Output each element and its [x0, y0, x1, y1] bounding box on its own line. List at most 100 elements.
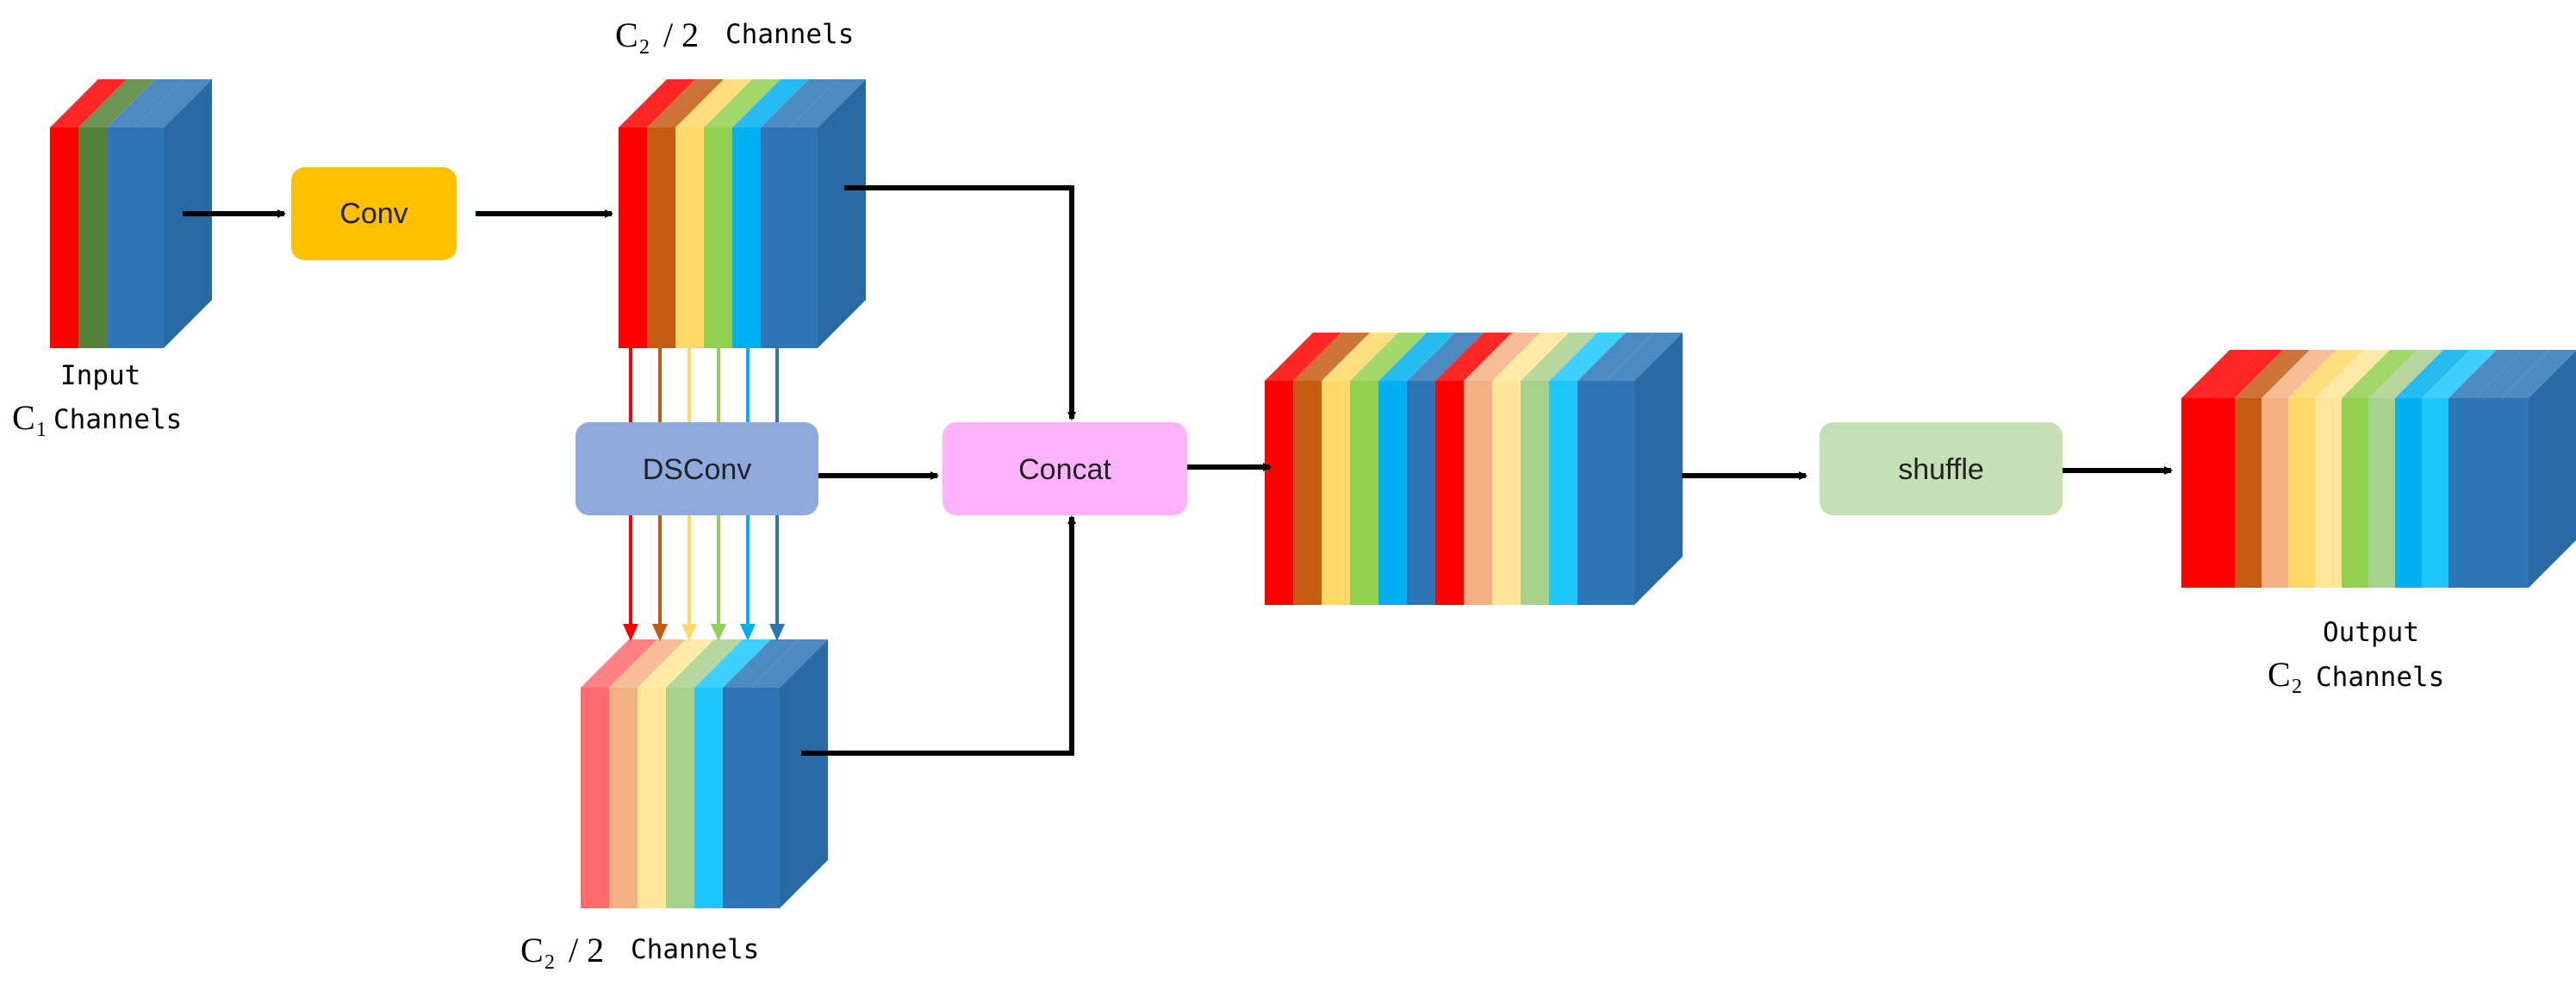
top-to-concat-arrow [844, 185, 1076, 421]
channel-slice-top [1407, 333, 1484, 381]
channel-slice-top [2395, 350, 2470, 398]
channel-arrows [623, 348, 785, 641]
channel-slice [2208, 398, 2235, 588]
channel-slice-top [704, 79, 781, 128]
channel-slice [581, 688, 609, 908]
channel-slice [1606, 381, 1634, 605]
channel-slice [135, 128, 164, 348]
channel-slice-top [2288, 350, 2363, 398]
channel-slice-top [78, 79, 155, 128]
channel-slice-top [1293, 333, 1370, 381]
concatenated-tensor [1265, 333, 1683, 605]
top-tensor-label: C 2 / 2 Channels [615, 16, 854, 59]
channel-slice-top [751, 639, 828, 688]
channel-slice [2288, 398, 2315, 588]
channel-slice-top [694, 639, 771, 688]
channel-slice-top [2368, 350, 2443, 398]
channel-slice [78, 128, 107, 348]
channel-slice-top [581, 639, 657, 688]
tensor-side-face [818, 79, 866, 348]
channel-slice-top [135, 79, 212, 128]
output-c: C [2268, 655, 2291, 694]
channel-slice [2181, 398, 2208, 588]
channel-slice [2502, 398, 2529, 588]
channel-slice-top [2315, 350, 2390, 398]
bottom-fraction: / 2 [569, 931, 604, 969]
channel-slice [675, 128, 704, 348]
input-word: Input [60, 360, 140, 391]
channel-slice [751, 688, 780, 908]
dsconv-block: DSConv [576, 422, 818, 515]
channel-slice [50, 128, 78, 348]
conv-block: Conv [291, 167, 457, 260]
bottom-channels: Channels [631, 934, 759, 965]
output-label: Output C 2 Channels [2268, 617, 2444, 698]
channel-slice-top [723, 639, 800, 688]
channel-slice [1350, 381, 1378, 605]
channel-slice-top [2502, 350, 2576, 398]
bottom-half-tensor [581, 639, 828, 908]
concat-block: Concat [943, 422, 1187, 515]
channel-slice-top [666, 639, 743, 688]
channel-arrowhead [740, 624, 756, 641]
channel-slice-top [50, 79, 127, 128]
channel-slice-top [2422, 350, 2497, 398]
channel-slice-top [1435, 333, 1512, 381]
channel-slice [789, 128, 818, 348]
channel-slice [2448, 398, 2475, 588]
bottom-to-concat-arrow [801, 515, 1076, 756]
connectors [183, 185, 2173, 756]
channel-slice-top [1492, 333, 1569, 381]
channel-slice-top [1549, 333, 1626, 381]
channel-slice [1293, 381, 1322, 605]
input-c: C [12, 398, 35, 437]
channel-slice-top [1464, 333, 1540, 381]
channel-slice [1435, 381, 1464, 605]
channel-slice [1378, 381, 1407, 605]
channel-slice-top [2235, 350, 2310, 398]
dsconv-label: DSConv [643, 453, 752, 486]
channel-slice-top [2262, 350, 2336, 398]
channel-slice-top [1521, 333, 1597, 381]
conv-label: Conv [339, 197, 408, 230]
channel-slice-top [107, 79, 184, 128]
channel-slice [2475, 398, 2502, 588]
top-c: C [615, 16, 638, 54]
channel-slice [1492, 381, 1521, 605]
concat-label: Concat [1018, 453, 1111, 486]
channel-slice [666, 688, 694, 908]
channel-slice-top [619, 79, 695, 128]
channel-arrowhead [681, 624, 697, 641]
channel-slice [2342, 398, 2368, 588]
channel-slice-top [2475, 350, 2550, 398]
channel-slice-top [638, 639, 714, 688]
channel-slice [1464, 381, 1492, 605]
channel-slice [694, 688, 723, 908]
shuffle-block: shuffle [1820, 422, 2063, 515]
channel-slice [647, 128, 675, 348]
channel-slice-top [675, 79, 752, 128]
channel-slice-top [2448, 350, 2523, 398]
channel-slice-top [1606, 333, 1683, 381]
output-channels: Channels [2316, 662, 2444, 693]
channel-slice [2368, 398, 2395, 588]
channel-slice-top [1378, 333, 1455, 381]
shuffle-label: shuffle [1898, 453, 1984, 486]
top-fraction: / 2 [663, 16, 699, 54]
input-label: Input C 1 Channels [12, 360, 182, 441]
input-channels: Channels [53, 404, 182, 435]
channel-slice [2395, 398, 2422, 588]
channel-slice-top [2181, 350, 2256, 398]
channel-slice [107, 128, 135, 348]
input-subscript: 1 [36, 419, 47, 441]
bottom-c: C [520, 931, 544, 969]
output-word: Output [2323, 617, 2419, 648]
channel-slice [1521, 381, 1549, 605]
channel-slice [2235, 398, 2262, 588]
channel-slice [1407, 381, 1435, 605]
channel-slice-top [647, 79, 724, 128]
tensor-side-face [780, 639, 828, 908]
channel-slice [2315, 398, 2342, 588]
top-channels: Channels [725, 19, 854, 50]
